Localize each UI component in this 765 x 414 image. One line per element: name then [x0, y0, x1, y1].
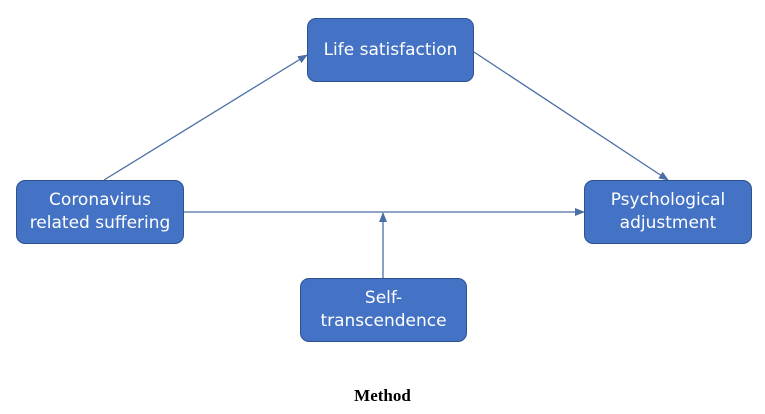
figure-caption: Method — [354, 386, 411, 405]
arrow-life-satisfaction-to-adjustment — [473, 51, 669, 181]
node-self-transcendence: Self- transcendence — [300, 278, 467, 342]
arrow-suffering-to-life-satisfaction — [103, 54, 308, 181]
node-life-satisfaction: Life satisfaction — [307, 18, 474, 82]
node-coronavirus-related-suffering: Coronavirus related suffering — [16, 180, 184, 244]
node-psychological-adjustment: Psychological adjustment — [584, 180, 752, 244]
